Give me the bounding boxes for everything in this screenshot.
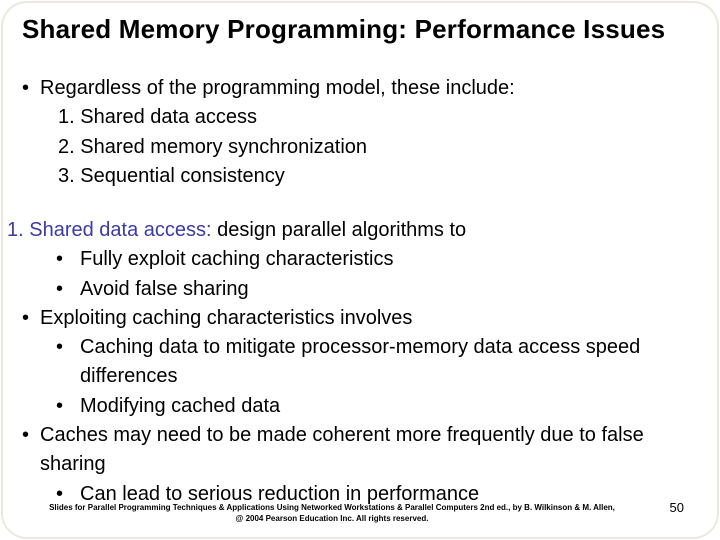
bullet-icon: • <box>56 277 64 300</box>
bullet-icon: • <box>22 306 30 329</box>
list-item-text: Avoid false sharing <box>80 277 249 300</box>
list-item: • Fully exploit caching characteristics <box>0 245 708 274</box>
footer-line-1: Slides for Parallel Programming Techniqu… <box>49 503 615 512</box>
list-item: 3. Sequential consistency <box>0 162 708 191</box>
list-item-text: Caches may need to be made coherent more… <box>40 424 644 476</box>
footer-credit: Slides for Parallel Programming Techniqu… <box>0 502 664 524</box>
list-item: • Caching data to mitigate processor-mem… <box>0 333 708 392</box>
list-item-text: Caching data to mitigate processor-memor… <box>80 336 641 388</box>
list-item: 1. Shared data access <box>0 103 708 132</box>
footer-line-2: @ 2004 Pearson Education Inc. All rights… <box>235 514 429 523</box>
list-item: • Can lead to serious reduction in perfo… <box>0 480 708 509</box>
intro-block: • Regardless of the programming model, t… <box>0 74 708 191</box>
list-item-text: Regardless of the programming model, the… <box>40 77 515 99</box>
list-item: • Regardless of the programming model, t… <box>0 74 708 103</box>
section-lead-highlight: 1. Shared data access: <box>7 219 212 241</box>
bullet-icon: • <box>56 394 64 417</box>
body-block: 1. Shared data access: design parallel a… <box>0 216 708 509</box>
list-item-text: 1. Shared data access <box>58 106 258 129</box>
list-item: • Avoid false sharing <box>0 275 708 304</box>
list-item-text: Modifying cached data <box>80 394 281 417</box>
list-item: • Caches may need to be made coherent mo… <box>0 421 708 480</box>
section-lead: 1. Shared data access: design parallel a… <box>0 216 708 245</box>
bullet-icon: • <box>56 482 64 505</box>
list-item-text: Fully exploit caching characteristics <box>80 248 394 271</box>
bullet-icon: • <box>56 336 64 359</box>
bullet-icon: • <box>22 77 30 99</box>
slide-title: Shared Memory Programming: Performance I… <box>22 14 666 44</box>
section-lead-rest: design parallel algorithms to <box>211 219 467 241</box>
list-item: 2. Shared memory synchronization <box>0 133 708 162</box>
page-number: 50 <box>669 500 684 515</box>
bullet-icon: • <box>22 424 30 447</box>
bullet-icon: • <box>56 248 64 271</box>
list-item-text: Can lead to serious reduction in perform… <box>80 482 480 505</box>
list-item-text: Exploiting caching characteristics invol… <box>40 306 413 329</box>
list-item-text: 2. Shared memory synchronization <box>58 135 368 158</box>
list-item: • Modifying cached data <box>0 392 708 421</box>
list-item: • Exploiting caching characteristics inv… <box>0 304 708 333</box>
list-item-text: 3. Sequential consistency <box>58 164 285 187</box>
